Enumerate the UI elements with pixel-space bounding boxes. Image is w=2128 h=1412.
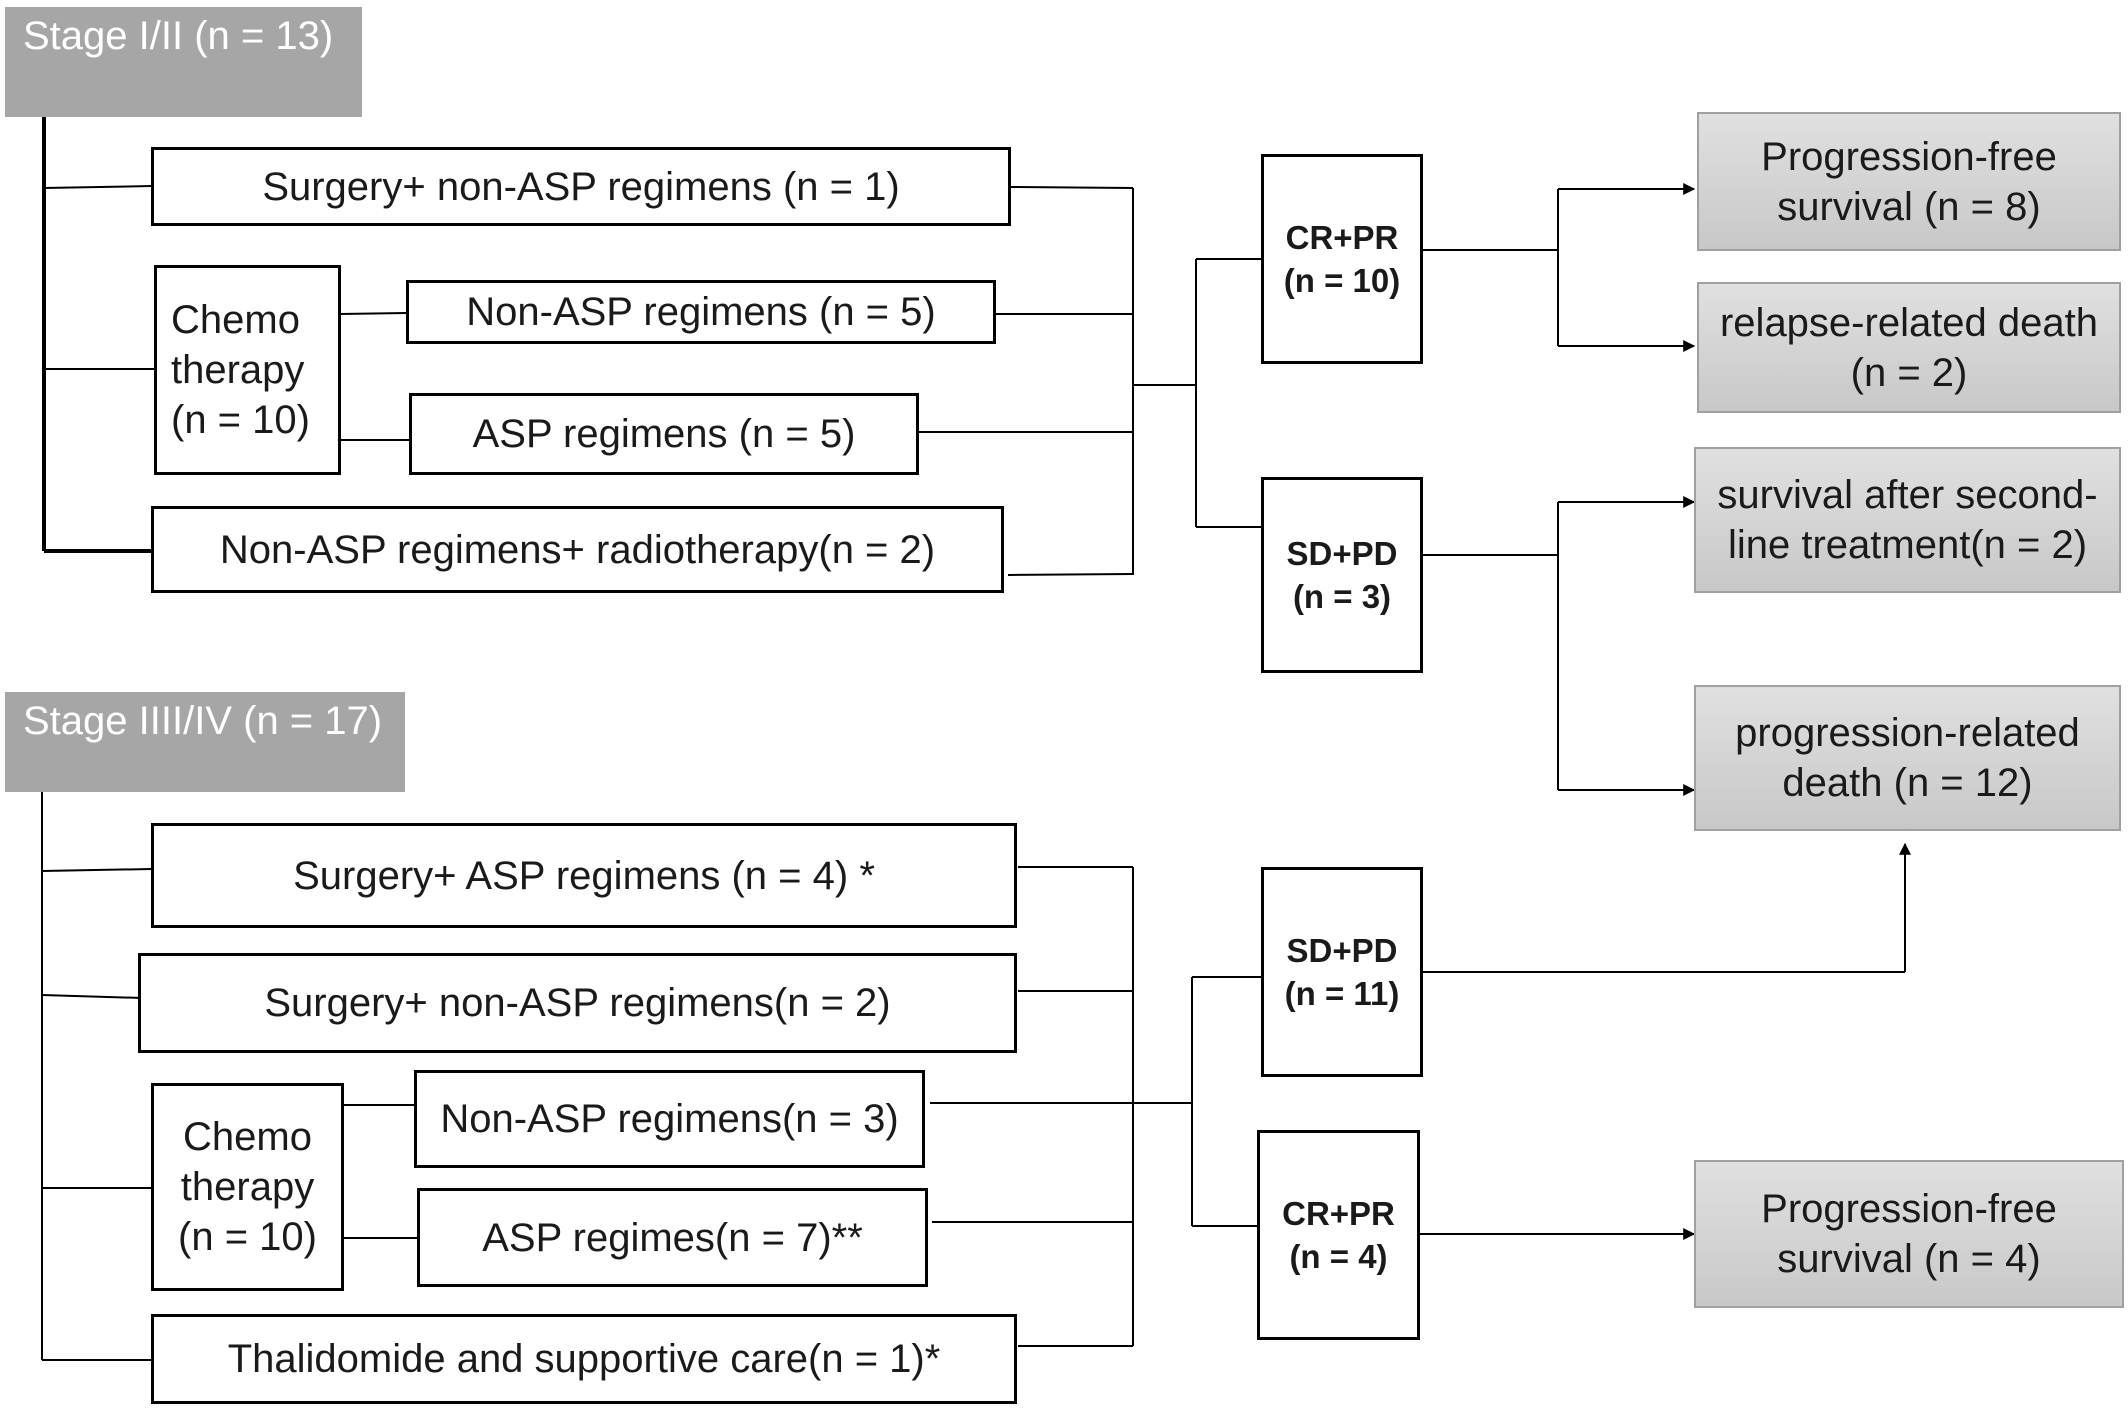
chemotherapy-box-2: Chemo therapy (n = 10): [151, 1083, 344, 1291]
treatment-surgery-non-asp: Surgery+ non-ASP regimens (n = 1): [151, 147, 1011, 226]
treatment-non-asp: Non-ASP regimens (n = 5): [406, 280, 996, 344]
outcome-relapse-related-death: relapse-related death (n = 2): [1697, 282, 2121, 413]
treatment-non-asp-3: Non-ASP regimens(n = 3): [414, 1070, 925, 1168]
outcome-survival-second-line: survival after second-line treatment(n =…: [1694, 447, 2121, 593]
treatment-non-asp-radiotherapy: Non-ASP regimens+ radiotherapy(n = 2): [151, 506, 1004, 593]
response-cr-pr-stage-3-4: CR+PR (n = 4): [1257, 1130, 1420, 1340]
outcome-progression-free-survival-4: Progression-free survival (n = 4): [1694, 1160, 2124, 1308]
treatment-thalidomide-supportive: Thalidomide and supportive care(n = 1)*: [151, 1314, 1017, 1404]
response-sd-pd-stage-3-4: SD+PD (n = 11): [1261, 867, 1423, 1077]
treatment-asp: ASP regimens (n = 5): [409, 393, 919, 475]
chemotherapy-box: Chemo therapy (n = 10): [154, 265, 341, 475]
outcome-progression-free-survival-8: Progression-free survival (n = 8): [1697, 112, 2121, 251]
treatment-surgery-non-asp-2: Surgery+ non-ASP regimens(n = 2): [138, 953, 1017, 1053]
response-cr-pr-stage-1-2: CR+PR (n = 10): [1261, 154, 1423, 364]
treatment-surgery-asp: Surgery+ ASP regimens (n = 4) *: [151, 823, 1017, 928]
response-sd-pd-stage-1-2: SD+PD (n = 3): [1261, 477, 1423, 673]
outcome-progression-related-death: progression-related death (n = 12): [1694, 685, 2121, 831]
stage-3-4-header: Stage IIII/IV (n = 17): [5, 692, 405, 792]
treatment-asp-7: ASP regimes(n = 7)**: [417, 1188, 928, 1287]
stage-1-2-header: Stage I/II (n = 13): [5, 7, 362, 117]
